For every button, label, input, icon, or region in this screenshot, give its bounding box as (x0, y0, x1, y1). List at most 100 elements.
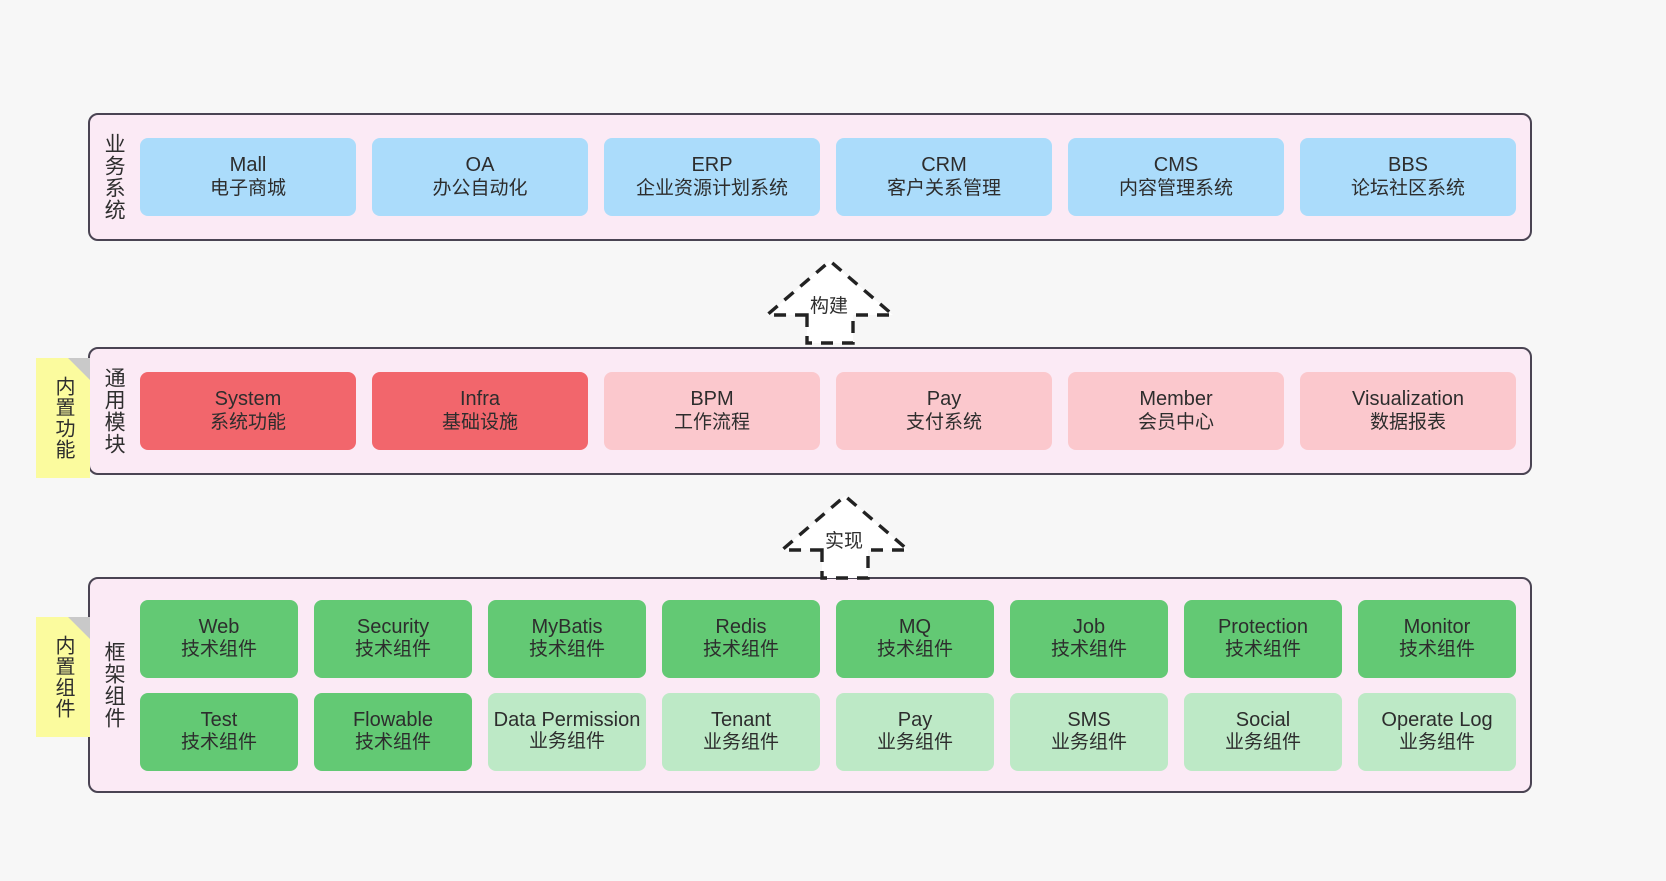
node-subtitle: 业务组件 (702, 732, 779, 754)
node-title: Pay (897, 708, 933, 731)
node-title: Operate Log (1381, 708, 1493, 731)
node-title: Data Permission (493, 708, 641, 731)
node-title: Mall (229, 154, 267, 176)
node-mq[interactable]: MQ 技术组件 (836, 599, 994, 678)
node-title: System (214, 388, 282, 410)
node-security[interactable]: Security 技术组件 (314, 599, 472, 678)
node-row: Web 技术组件 Security 技术组件 MyBatis 技术组件 Redi… (140, 599, 1516, 678)
node-title: BPM (690, 388, 734, 410)
node-subtitle: 业务组件 (1050, 732, 1127, 754)
node-subtitle: 支付系统 (905, 411, 982, 433)
connector-implement: 实现 (770, 490, 920, 580)
node-title: Redis (715, 615, 767, 638)
node-protection[interactable]: Protection 技术组件 (1184, 599, 1342, 678)
node-subtitle: 技术组件 (1224, 639, 1301, 661)
node-subtitle: 客户关系管理 (886, 177, 1001, 199)
connector-implement-label: 实现 (825, 531, 864, 552)
node-row: System 系统功能 Infra 基础设施 BPM 工作流程 Pay 支付系统… (140, 372, 1516, 450)
node-test[interactable]: Test 技术组件 (140, 692, 298, 771)
layer-body-business-system: Mall 电子商城 OA 办公自动化 ERP 企业资源计划系统 CRM 客户关系… (136, 115, 1530, 239)
node-member[interactable]: Member 会员中心 (1068, 372, 1284, 450)
node-subtitle: 技术组件 (180, 732, 257, 754)
node-mall[interactable]: Mall 电子商城 (140, 138, 356, 216)
node-subtitle: 技术组件 (528, 639, 605, 661)
node-title: CMS (1153, 154, 1199, 176)
node-system[interactable]: System 系统功能 (140, 372, 356, 450)
node-redis[interactable]: Redis 技术组件 (662, 599, 820, 678)
node-subtitle: 会员中心 (1137, 411, 1214, 433)
node-title: Job (1072, 615, 1106, 638)
node-title: Member (1139, 388, 1213, 410)
build-arrow-icon (762, 258, 898, 345)
node-title: OA (465, 154, 495, 176)
layer-business-system[interactable]: 业务系统 Mall 电子商城 OA 办公自动化 ERP 企业资源计划系统 CRM… (88, 113, 1532, 241)
node-subtitle: 技术组件 (180, 639, 257, 661)
node-sms[interactable]: SMS 业务组件 (1010, 692, 1168, 771)
layer-body-common-module: System 系统功能 Infra 基础设施 BPM 工作流程 Pay 支付系统… (136, 349, 1530, 473)
node-subtitle: 业务组件 (528, 730, 605, 752)
layer-body-framework-component: Web 技术组件 Security 技术组件 MyBatis 技术组件 Redi… (136, 579, 1530, 791)
node-title: Web (198, 615, 240, 638)
node-title: MQ (898, 615, 932, 638)
node-subtitle: 技术组件 (354, 732, 431, 754)
node-pay-component[interactable]: Pay 业务组件 (836, 692, 994, 771)
node-flowable[interactable]: Flowable 技术组件 (314, 692, 472, 771)
node-visualization[interactable]: Visualization 数据报表 (1300, 372, 1516, 450)
node-cms[interactable]: CMS 内容管理系统 (1068, 138, 1284, 216)
node-title: Security (356, 615, 430, 638)
layer-common-module[interactable]: 通用模块 System 系统功能 Infra 基础设施 BPM 工作流程 Pay… (88, 347, 1532, 475)
node-row: Test 技术组件 Flowable 技术组件 Data Permission … (140, 692, 1516, 771)
layer-title-common-module: 通用模块 (102, 367, 126, 455)
layer-title-framework-component: 框架组件 (102, 641, 126, 729)
sticky-note-label: 内置组件 (52, 635, 74, 719)
node-title: SMS (1067, 708, 1111, 731)
node-job[interactable]: Job 技术组件 (1010, 599, 1168, 678)
node-subtitle: 论坛社区系统 (1350, 177, 1465, 199)
implement-arrow-icon (777, 493, 913, 580)
node-subtitle: 办公自动化 (432, 177, 528, 199)
node-infra[interactable]: Infra 基础设施 (372, 372, 588, 450)
node-subtitle: 系统功能 (209, 411, 286, 433)
node-subtitle: 技术组件 (702, 639, 779, 661)
node-social[interactable]: Social 业务组件 (1184, 692, 1342, 771)
sticky-note-builtin-component[interactable]: 内置组件 (36, 617, 90, 737)
node-web[interactable]: Web 技术组件 (140, 599, 298, 678)
layer-framework-component[interactable]: 框架组件 Web 技术组件 Security 技术组件 MyBatis 技术组件… (88, 577, 1532, 793)
sticky-note-label: 内置功能 (52, 376, 74, 460)
node-title: Test (200, 708, 238, 731)
node-title: Monitor (1403, 615, 1471, 638)
node-title: ERP (691, 154, 733, 176)
node-subtitle: 业务组件 (876, 732, 953, 754)
node-tenant[interactable]: Tenant 业务组件 (662, 692, 820, 771)
node-subtitle: 技术组件 (876, 639, 953, 661)
node-title: Pay (926, 388, 962, 410)
node-monitor[interactable]: Monitor 技术组件 (1358, 599, 1516, 678)
node-oa[interactable]: OA 办公自动化 (372, 138, 588, 216)
node-pay-module[interactable]: Pay 支付系统 (836, 372, 1052, 450)
connector-build: 构建 (755, 255, 905, 345)
node-subtitle: 数据报表 (1369, 411, 1446, 433)
node-title: Social (1235, 708, 1291, 731)
node-title: Protection (1217, 615, 1309, 638)
node-subtitle: 基础设施 (441, 411, 518, 433)
node-data-permission[interactable]: Data Permission 业务组件 (488, 692, 646, 771)
node-subtitle: 技术组件 (1398, 639, 1475, 661)
sticky-note-builtin-function[interactable]: 内置功能 (36, 358, 90, 478)
node-bpm[interactable]: BPM 工作流程 (604, 372, 820, 450)
layer-title-business-system: 业务系统 (102, 133, 126, 221)
connector-build-label: 构建 (810, 296, 849, 317)
node-title: MyBatis (531, 615, 603, 638)
node-title: Infra (459, 388, 501, 410)
node-title: Tenant (710, 708, 772, 731)
node-title: Visualization (1352, 388, 1464, 410)
node-crm[interactable]: CRM 客户关系管理 (836, 138, 1052, 216)
node-subtitle: 电子商城 (209, 177, 286, 199)
node-operate-log[interactable]: Operate Log 业务组件 (1358, 692, 1516, 771)
node-bbs[interactable]: BBS 论坛社区系统 (1300, 138, 1516, 216)
node-erp[interactable]: ERP 企业资源计划系统 (604, 138, 820, 216)
node-mybatis[interactable]: MyBatis 技术组件 (488, 599, 646, 678)
node-subtitle: 业务组件 (1398, 732, 1475, 754)
node-subtitle: 技术组件 (1050, 639, 1127, 661)
node-subtitle: 业务组件 (1224, 732, 1301, 754)
node-title: CRM (921, 154, 967, 176)
